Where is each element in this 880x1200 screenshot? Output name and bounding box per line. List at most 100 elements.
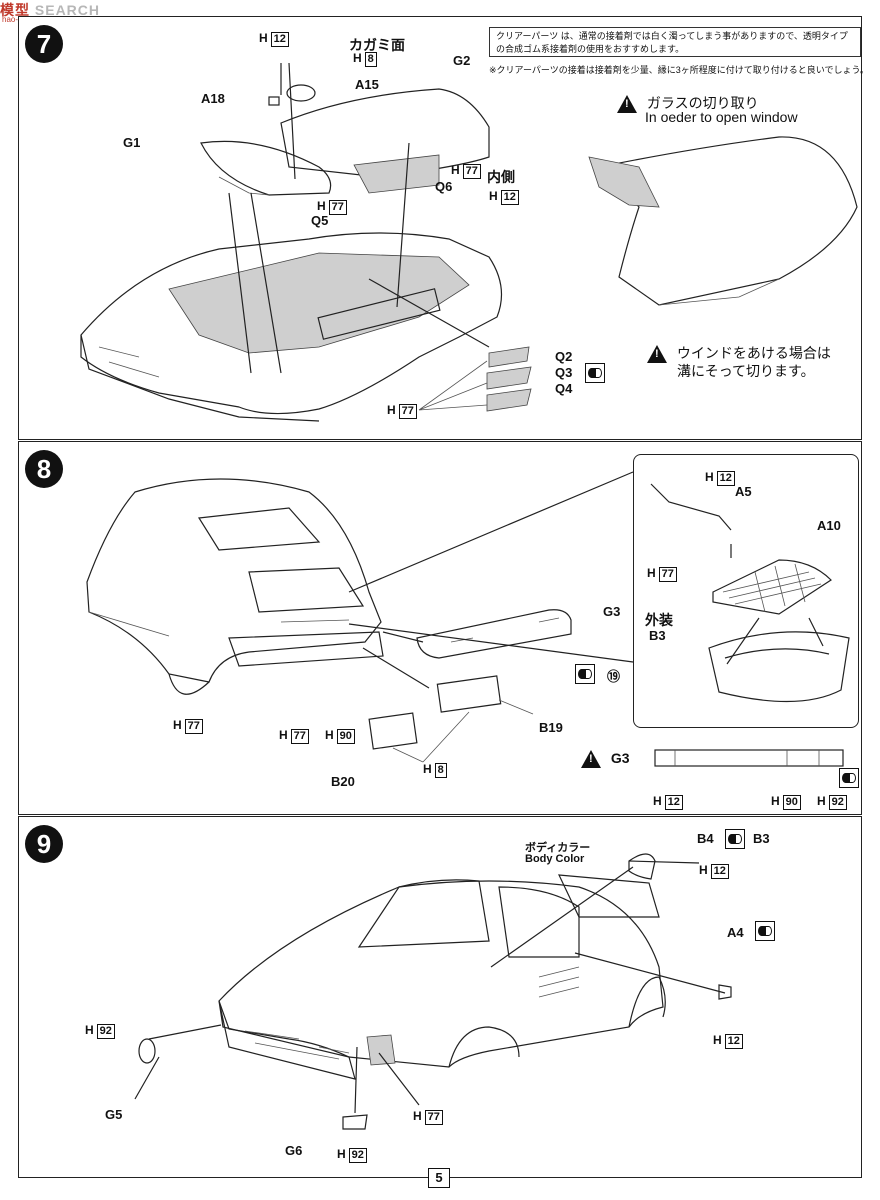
clear-parts-note: クリアーパーツ は、通常の接着剤では白く濁ってしまう事がありますので、透明タイプ…	[489, 27, 861, 57]
part-b3: B3	[753, 831, 770, 846]
h-prefix: H	[451, 163, 460, 177]
part-g3: G3	[603, 604, 621, 619]
h-prefix: H	[279, 728, 288, 742]
h-code: 77	[328, 200, 347, 215]
paint-icon	[725, 829, 745, 849]
h-prefix: H	[771, 794, 780, 808]
warning-glass-en: In oeder to open window	[645, 109, 798, 125]
part-q2: Q2	[555, 349, 573, 364]
paint-icon	[839, 768, 859, 788]
h-code: 77	[184, 719, 203, 734]
part-q3: Q3	[555, 365, 573, 380]
watermark-brand-en: SEARCH	[34, 2, 101, 18]
step-7-drawing	[80, 62, 858, 422]
h-prefix: H	[489, 189, 498, 203]
h-code: 12	[710, 864, 729, 879]
h-code: 77	[398, 404, 417, 419]
inner-side-label: 内側	[487, 169, 515, 185]
part-a5: A5	[735, 484, 752, 499]
note-text: クリアーパーツ は、通常の接着剤では白く濁ってしまう事がありますので、透明タイプ…	[496, 31, 848, 54]
part-g5: G5	[105, 1107, 123, 1122]
step-7-panel: 7 クリアーパーツ は、通常の接着剤では白く濁ってしまう事がありますので、透明タ…	[18, 16, 869, 440]
h-code: 8	[434, 763, 447, 778]
h-code: 12	[664, 795, 683, 810]
warning-g3: G3	[581, 750, 630, 769]
step-number: 9	[25, 825, 63, 863]
h-prefix: H	[713, 1033, 722, 1047]
part-g1: G1	[123, 135, 141, 150]
h-code: 77	[658, 567, 677, 582]
h-prefix: H	[653, 794, 662, 808]
h-code: 12	[270, 32, 289, 47]
h-prefix: H	[85, 1023, 94, 1037]
part-g2: G2	[453, 53, 471, 68]
warning-window-jp2: 溝にそって切ります。	[677, 363, 815, 379]
step-9-drawing	[134, 853, 732, 1130]
step-number: 7	[25, 25, 63, 63]
part-b19: B19	[539, 720, 563, 735]
h-prefix: H	[699, 863, 708, 877]
warning-icon	[581, 750, 601, 769]
h-code: 8	[364, 52, 377, 67]
part-a4: A4	[727, 925, 744, 940]
h-code: 77	[290, 729, 309, 744]
h-prefix: H	[173, 718, 182, 732]
step-number: 8	[25, 450, 63, 488]
h-prefix: H	[423, 762, 432, 776]
part-b20: B20	[331, 774, 355, 789]
clear-parts-subnote: ※クリアーパーツの接着は接着剤を少量、縁に3ヶ所程度に付けて取り付けると良いでし…	[489, 65, 869, 75]
h-prefix: H	[413, 1109, 422, 1123]
h-code: 92	[348, 1148, 367, 1163]
h-code: 12	[724, 1034, 743, 1049]
part-g6: G6	[285, 1143, 303, 1158]
warning-window: ウインドをあける場合は	[647, 343, 831, 364]
exterior-label: 外装	[645, 612, 673, 628]
star-marker-icon	[575, 664, 595, 684]
warning-glass: ガラスの切り取り	[617, 93, 759, 114]
h-prefix: H	[647, 566, 656, 580]
warning-icon	[647, 345, 667, 364]
h-code: 12	[500, 190, 519, 205]
part-q6: Q6	[435, 179, 453, 194]
part-a15: A15	[355, 77, 379, 92]
warning-glass-jp: ガラスの切り取り	[646, 95, 759, 111]
part-q4: Q4	[555, 381, 573, 396]
watermark: 模型 SEARCH	[0, 0, 100, 20]
h-prefix: H	[259, 31, 268, 45]
h-code: 90	[336, 729, 355, 744]
paint-icon	[585, 363, 605, 383]
part-q5: Q5	[311, 213, 329, 228]
mirror-face-label: カガミ面	[349, 37, 405, 53]
h-prefix: H	[817, 794, 826, 808]
warning-g3-label: G3	[610, 750, 630, 766]
h-code: 92	[96, 1024, 115, 1039]
h-code: 77	[462, 164, 481, 179]
body-color-jp: ボディカラー	[525, 842, 591, 854]
step-8-drawing	[86, 471, 850, 767]
h-prefix: H	[705, 470, 714, 484]
decal-19: ⑲	[607, 669, 621, 684]
part-b3: B3	[649, 628, 666, 643]
part-a10: A10	[817, 518, 841, 533]
warning-window-jp1: ウインドをあける場合は	[676, 345, 831, 361]
h-code: 92	[828, 795, 847, 810]
